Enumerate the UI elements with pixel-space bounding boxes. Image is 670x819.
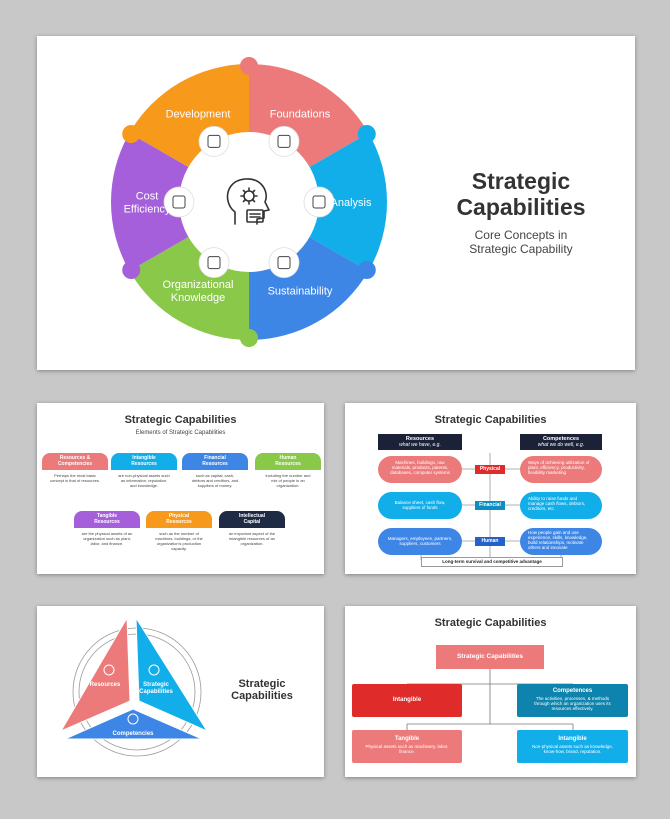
intangible-assets-box: Intangible Non-physical assets such as k… [517, 730, 628, 763]
resources-header: Resources what we have, e.g. [378, 434, 462, 450]
main-subtitle-line2: Strategic Capability [469, 242, 573, 256]
slide3-title: Strategic Capabilities [434, 414, 547, 426]
main-subtitle-line1: Core Concepts in [474, 228, 568, 242]
card-header: Tangible Resources [74, 511, 140, 528]
element-card: Resources & Competencies Perhaps the mos… [42, 453, 108, 501]
segment-label-sustainability: Sustainability [268, 285, 333, 297]
competence-pill: How people gain and use experience, skil… [520, 528, 602, 555]
competences-box: Competences The activities, processes, &… [517, 684, 628, 717]
capabilities-label: Capabilities [139, 689, 173, 695]
resource-pill: Balance sheet, cash flow, suppliers of f… [378, 492, 462, 519]
segment-label-cost-efficiency: Efficiency [124, 204, 171, 216]
strategic-label: Strategic [143, 682, 169, 688]
competences-header: Competences what we do well, e.g. [520, 434, 602, 450]
card-body: such as the number of machines, building… [155, 531, 203, 551]
people-icon [103, 664, 115, 676]
card-body: are the physical assets of an organizati… [81, 531, 133, 546]
category-tag: Physical [475, 465, 505, 474]
resources-wedge [59, 616, 131, 733]
resources-competences-slide[interactable]: Strategic Capabilities Resources what we… [345, 403, 636, 574]
triangle-slide[interactable]: Resources Strategic Capabilities Compete… [37, 606, 324, 777]
resource-pill: Machines, buildings, raw materials, prod… [378, 456, 462, 483]
segment-label-foundations: Foundations [270, 109, 331, 121]
card-header: Resources & Competencies [42, 453, 108, 470]
target-icon [312, 195, 326, 209]
segment-label-analysis: Analysis [331, 197, 372, 209]
coins-icon [172, 195, 186, 209]
main-title-line2: Capabilities [456, 194, 586, 220]
category-tag: Human [475, 537, 505, 546]
hierarchy-slide[interactable]: Strategic Capabilities Strategic Capabil… [345, 606, 636, 777]
resources-label: Resources [90, 682, 121, 688]
resource-pill: Managers, employees, partners, suppliers… [378, 528, 462, 555]
segment-label-organizational-knowledge: Knowledge [171, 292, 225, 304]
chart-icon [277, 256, 291, 270]
box-icon [277, 134, 291, 148]
head-gear-icon [226, 178, 270, 225]
triangle-diagram: Resources Strategic Capabilities Compete… [59, 616, 209, 757]
slide4-title-line2: Capabilities [231, 690, 293, 702]
element-card: Human Resources including the number and… [255, 453, 321, 501]
code-icon [207, 134, 221, 148]
slide5-title: Strategic Capabilities [434, 617, 547, 629]
card-body: including the number and mix of people i… [265, 473, 311, 488]
card-body: are non-physical assets such as informat… [118, 473, 170, 488]
competence-pill: Ways of achieving utilization of plant, … [520, 456, 602, 483]
card-body: Perhaps the most basic concept is that o… [49, 473, 101, 483]
segment-label-development: Development [166, 109, 231, 121]
segment-label-cost-efficiency: Cost [136, 191, 159, 203]
gear-icon [148, 664, 160, 676]
slide4-title-line1: Strategic [238, 678, 286, 690]
card-header: Intellectual Capital [219, 511, 285, 528]
category-tag: Financial [475, 501, 505, 510]
card-header: Financial Resources [182, 453, 248, 470]
footer-bar: Long-term survival and competitive advan… [421, 557, 563, 567]
segment-tab [240, 57, 258, 75]
slide2-subtitle: Elements of Strategic Capabilities [135, 430, 226, 436]
competencies-label: Competencies [112, 731, 154, 737]
card-header: Human Resources [255, 453, 321, 470]
element-card: Tangible Resources are the physical asse… [74, 511, 140, 559]
card-body: such as capital, cash, debtors and credi… [191, 473, 239, 488]
element-card: Intellectual Capital an important aspect… [219, 511, 285, 559]
element-card: Financial Resources such as capital, cas… [182, 453, 248, 501]
segment-label-organizational-knowledge: Organizational [163, 279, 234, 291]
chart-icon-circle [268, 247, 300, 279]
intangible-box: Intangible [352, 684, 462, 717]
coins-icon-circle [163, 186, 195, 218]
cog-icon [127, 713, 139, 725]
code-icon-circle [198, 125, 230, 157]
people-icon [207, 256, 221, 270]
tangible-box: Tangible Physical assets such as machine… [352, 730, 462, 763]
people-icon-circle [198, 247, 230, 279]
target-icon-circle [303, 186, 335, 218]
box-icon-circle [268, 125, 300, 157]
strategic-wedge [135, 616, 209, 733]
element-card: Intangible Resources are non-physical as… [111, 453, 177, 501]
slide2-title: Strategic Capabilities [124, 414, 237, 426]
card-header: Physical Resources [146, 511, 212, 528]
competence-pill: Ability to raise funds and manage cash f… [520, 492, 602, 519]
element-card: Physical Resources such as the number of… [146, 511, 212, 559]
elements-slide[interactable]: Strategic Capabilities Elements of Strat… [37, 403, 324, 574]
card-header: Intangible Resources [111, 453, 177, 470]
card-body: an important aspect of the intangible re… [228, 531, 276, 546]
main-title-line1: Strategic [471, 168, 571, 194]
top-box: Strategic Capabilities [436, 645, 544, 669]
